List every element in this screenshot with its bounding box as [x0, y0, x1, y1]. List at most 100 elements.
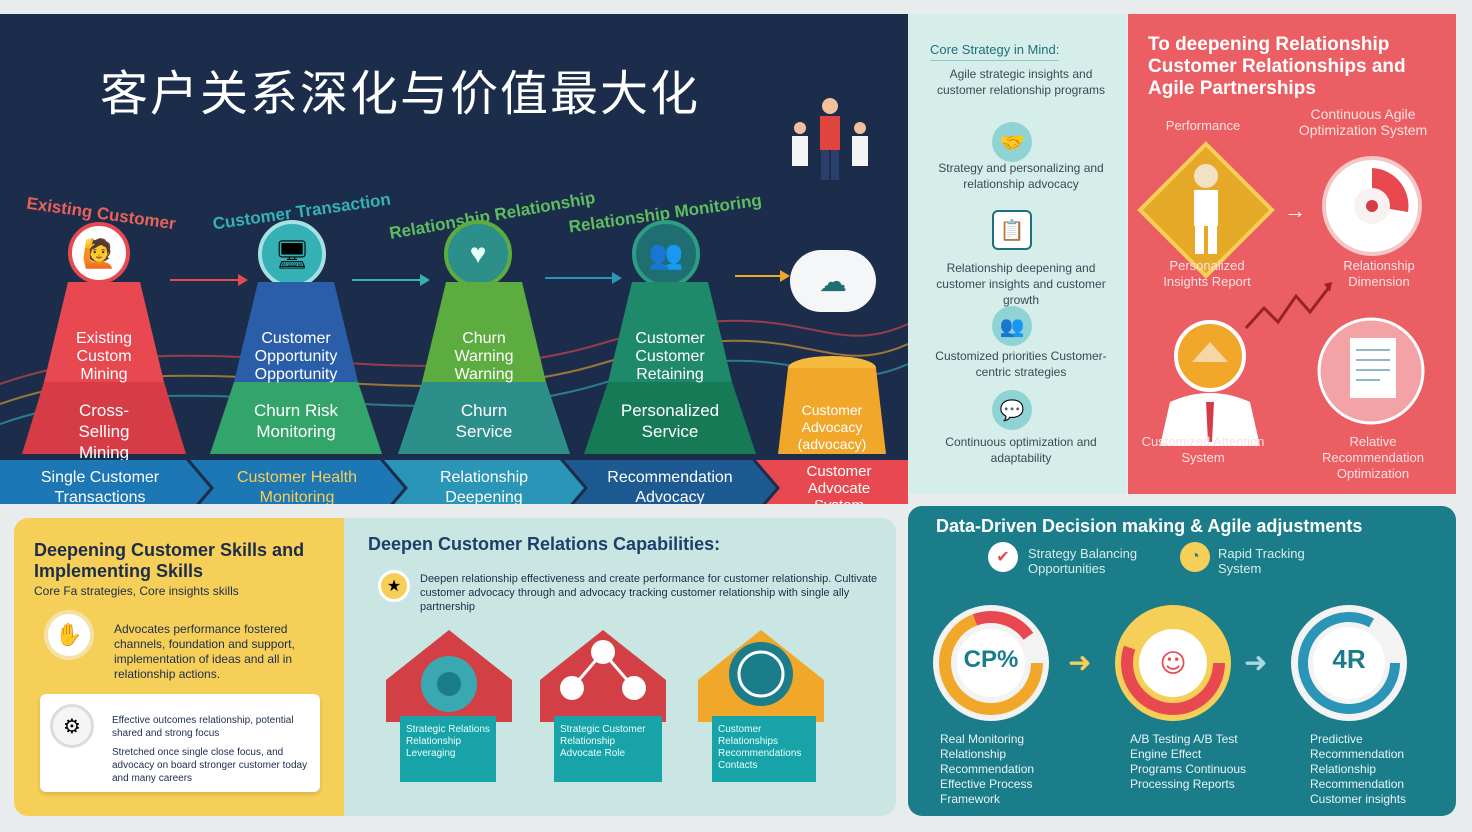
- stage-4-top-text: Customer Customer Retaining: [635, 330, 705, 383]
- clock-icon: ◔: [1180, 542, 1210, 572]
- hand-icon: ✋: [44, 610, 94, 660]
- data-driven-title: Data-Driven Decision making & Agile adju…: [936, 516, 1363, 536]
- stage-1-top-shape: [44, 282, 164, 382]
- data-driven-panel: Data-Driven Decision making & Agile adju…: [908, 506, 1456, 816]
- stage-3-top-text: Churn Warning Warning: [454, 330, 514, 383]
- gear-hand-icon: ⚙: [50, 704, 94, 748]
- gauge-1: [933, 605, 1049, 721]
- attention-system-label: Customized Attention System: [1141, 434, 1265, 465]
- column-2-text: A/B Testing A/B Test Engine Effect Progr…: [1130, 732, 1247, 791]
- capabilities-title: Deepen Customer Relations Capabilities:: [368, 534, 721, 554]
- stage-3-bottom-text: Churn Service: [455, 401, 513, 441]
- stage-5: Customer Advocacy (advocacy): [772, 354, 892, 454]
- team-illustration: [792, 98, 868, 180]
- person-badge-icon: [1160, 320, 1260, 446]
- stage-3-top-shape: [422, 282, 546, 382]
- timeline-step-3: Relationship Deepening: [384, 460, 584, 504]
- gauge-1-value: CP%: [963, 646, 1019, 673]
- timeline-step-1: Single Customer Transactions: [0, 460, 210, 504]
- strategy-block-3: Relationship deepening and customer insi…: [936, 261, 1106, 307]
- performance-label: Performance: [1165, 118, 1241, 133]
- strategy-box-3: Customer Relationships Recommendations C…: [712, 716, 816, 782]
- support-icon: 💬: [992, 390, 1032, 430]
- strategy-box-2: Strategic Customer Relationship Advocate…: [554, 716, 662, 782]
- flow-lines: [0, 270, 908, 425]
- optimization-system-label: Continuous Agile Optimization System: [1298, 106, 1428, 138]
- column-1-text: Real Monitoring Relationship Recommendat…: [940, 732, 1035, 806]
- core-strategy-panel: Core Strategy in Mind: Agile strategic i…: [908, 14, 1126, 494]
- stage-3-bottom-shape: [398, 382, 570, 454]
- legend-tracking: Rapid Tracking System: [1218, 546, 1305, 576]
- gauge-2: ☺: [1115, 605, 1231, 721]
- stage-2: Customer Opportunity Opportunity Churn R…: [208, 282, 384, 454]
- gauge-icon: [1322, 156, 1422, 256]
- stage-4: Customer Customer Retaining Personalized…: [582, 282, 758, 454]
- timeline-step-2: Customer Health Monitoring: [190, 460, 404, 504]
- strategy-block-5: Continuous optimization and adaptability: [945, 435, 1097, 465]
- stage-3: Churn Warning Warning Churn Service: [396, 282, 572, 454]
- heart-check-icon: ♥: [444, 220, 512, 288]
- timeline-step-4-label: Recommendation Advocacy: [607, 469, 733, 504]
- stage-2-bottom-shape: [210, 382, 382, 454]
- strategy-block-4: Customized priorities Customer-centric s…: [935, 349, 1107, 379]
- cloud-icon: ☁: [790, 250, 876, 312]
- arrow-right-icon: →: [1284, 198, 1306, 223]
- stage-2-top-shape: [234, 282, 358, 382]
- performance-diamond-icon: [1137, 141, 1275, 279]
- customer-avatar-icon: 🙋: [68, 222, 130, 284]
- insights-report-label: Personalized Insights Report: [1163, 258, 1251, 289]
- strategy-block-2: Strategy and personalizing and relations…: [938, 161, 1104, 191]
- stage-2-bottom-text: Churn Risk Monitoring: [253, 401, 339, 441]
- stage-4-bottom-text: Personalized Service: [620, 401, 720, 441]
- column-3-text: Predictive Recommendation Relationship R…: [1310, 732, 1407, 806]
- capabilities-description: Deepen relationship effectiveness and cr…: [420, 573, 878, 613]
- stage-2-top-text: Customer Opportunity Opportunity: [254, 330, 338, 383]
- dashboard-icon: 🖥: [258, 220, 326, 288]
- timeline-step-1-label: Single Customer Transactions: [40, 469, 160, 504]
- stage-4-bottom-shape: [584, 382, 756, 454]
- stage-4-top-shape: [608, 282, 732, 382]
- strategy-box-1: Strategic Relations Relationship Leverag…: [400, 716, 496, 782]
- strategy-house-2: [540, 630, 666, 722]
- journey-panel: 客户关系深化与价值最大化 Existing Customer Customer …: [0, 14, 908, 504]
- strategy-block-1: Agile strategic insights and customer re…: [936, 67, 1106, 97]
- relationship-dimension-label: Relationship Dimension: [1343, 258, 1415, 289]
- relationships-title: To deepening Relationship Customer Relat…: [1148, 34, 1406, 99]
- timeline-step-4: Recommendation Advocacy: [564, 460, 776, 504]
- recommendation-optimization-label: Relative Recommendation Optimization: [1322, 434, 1424, 481]
- gauge-3: [1291, 605, 1407, 721]
- stage-1-top-text: Existing Custom Mining: [75, 330, 133, 383]
- skills-panel: Deepening Customer Skills and Implementi…: [14, 518, 344, 816]
- strategy-house-1: [386, 630, 512, 722]
- legend-strategy: Strategy Balancing Opportunities: [1028, 546, 1138, 576]
- timeline-step-2-label: Customer Health Monitoring: [236, 469, 358, 504]
- check-icon: ✔: [988, 542, 1018, 572]
- skills-item-2a: Effective outcomes relationship, potenti…: [112, 715, 294, 739]
- handshake-icon: 🤝: [992, 122, 1032, 162]
- stage-1-bottom-shape: [22, 382, 186, 454]
- stage-5-text: Customer Advocacy (advocacy): [797, 402, 867, 452]
- timeline-step-3-label: Relationship Deepening: [439, 469, 529, 504]
- arrow-right-icon: ➜: [1068, 647, 1092, 678]
- core-strategy-header: Core Strategy in Mind:: [930, 42, 1060, 61]
- trend-line-icon: [1244, 282, 1332, 330]
- skills-subtitle: Core Fa strategies, Core insights skills: [34, 584, 239, 598]
- arrow-right-icon: ➜: [1244, 647, 1268, 678]
- meeting-icon: 👥: [992, 306, 1032, 346]
- document-icon: 📋: [992, 210, 1032, 250]
- skills-item-1: Advocates performance fostered channels,…: [114, 622, 295, 681]
- timeline-step-5: Customer Advocate System: [756, 460, 908, 504]
- capabilities-panel: Deepen Customer Relations Capabilities: …: [344, 518, 896, 816]
- gauge-3-value: 4R: [1332, 644, 1366, 674]
- strategy-house-3: [698, 630, 824, 722]
- stage-1: Existing Custom Mining Cross-Selling Min…: [20, 282, 188, 462]
- relationships-panel: To deepening Relationship Customer Relat…: [1128, 14, 1456, 494]
- svg-text:☺: ☺: [1159, 649, 1186, 679]
- skills-title: Deepening Customer Skills and Implementi…: [34, 540, 305, 581]
- page-title: 客户关系深化与价值最大化: [100, 66, 701, 122]
- timeline-step-5-label: Customer Advocate System: [806, 462, 872, 505]
- stage-5-shape: [778, 356, 886, 454]
- people-icon: 👥: [632, 220, 700, 288]
- badge-icon: ★: [378, 570, 410, 602]
- skills-item-2b: Stretched once single close focus, and a…: [112, 747, 308, 784]
